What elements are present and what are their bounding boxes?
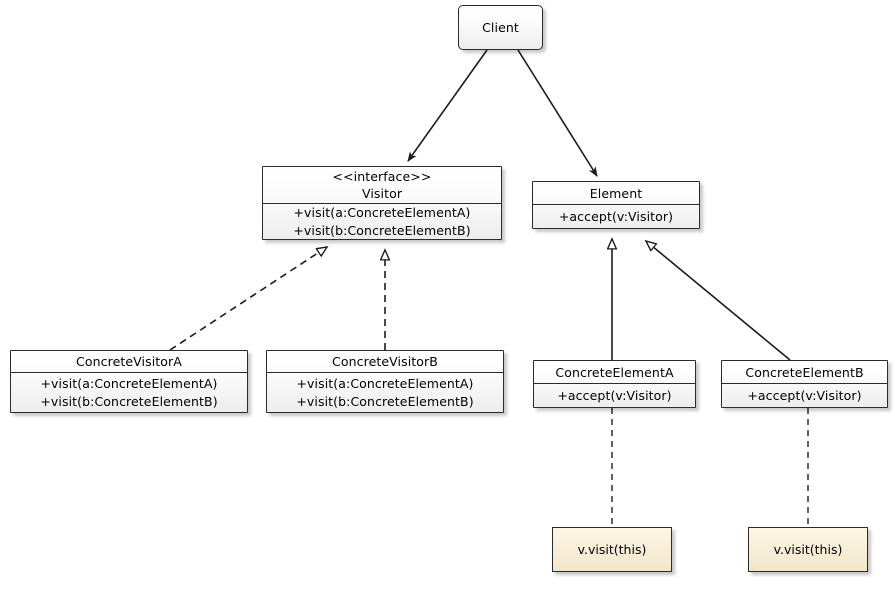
edge-concrete-element-b-extends-element xyxy=(646,241,791,361)
class-member: +visit(a:ConcreteElementA) xyxy=(40,375,218,391)
class-node-concrete-visitor-b[interactable]: ConcreteVisitorB +visit(a:ConcreteElemen… xyxy=(266,350,504,413)
class-member: +visit(a:ConcreteElementA) xyxy=(296,375,474,391)
class-member: +accept(v:Visitor) xyxy=(747,387,862,403)
note-concrete-element-a[interactable]: v.visit(this) xyxy=(552,527,672,572)
class-title-concrete-element-a: ConcreteElementA xyxy=(555,364,674,380)
note-text: v.visit(this) xyxy=(577,542,647,557)
class-member: +accept(v:Visitor) xyxy=(558,208,674,224)
class-title-visitor: Visitor xyxy=(361,186,403,201)
class-node-concrete-element-b[interactable]: ConcreteElementB +accept(v:Visitor) xyxy=(721,360,888,408)
class-title-concrete-element-b: ConcreteElementB xyxy=(745,364,864,380)
class-member: +visit(b:ConcreteElementB) xyxy=(40,393,218,409)
class-node-element[interactable]: Element +accept(v:Visitor) xyxy=(532,181,700,229)
class-member: +visit(b:ConcreteElementB) xyxy=(296,393,474,409)
class-title-element: Element xyxy=(589,185,643,201)
edge-client-to-visitor xyxy=(407,49,488,162)
class-node-visitor[interactable]: <<interface>> Visitor +visit(a:ConcreteE… xyxy=(262,166,502,240)
class-title-concrete-visitor-a: ConcreteVisitorA xyxy=(76,354,182,369)
class-node-concrete-element-a[interactable]: ConcreteElementA +accept(v:Visitor) xyxy=(533,360,696,408)
class-member: +accept(v:Visitor) xyxy=(557,387,672,403)
class-stereotype-visitor: <<interface>> xyxy=(332,169,432,184)
class-title-client: Client xyxy=(482,20,519,35)
note-concrete-element-b[interactable]: v.visit(this) xyxy=(748,527,868,572)
class-node-client[interactable]: Client xyxy=(458,5,543,50)
edge-client-to-element xyxy=(517,49,598,177)
class-title-concrete-visitor-b: ConcreteVisitorB xyxy=(332,354,438,369)
class-member: +visit(a:ConcreteElementA) xyxy=(293,205,471,220)
edge-concrete-visitor-a-realizes-visitor xyxy=(169,247,327,351)
class-node-concrete-visitor-a[interactable]: ConcreteVisitorA +visit(a:ConcreteElemen… xyxy=(10,350,248,413)
class-member: +visit(b:ConcreteElementB) xyxy=(293,223,471,238)
note-text: v.visit(this) xyxy=(773,542,843,557)
